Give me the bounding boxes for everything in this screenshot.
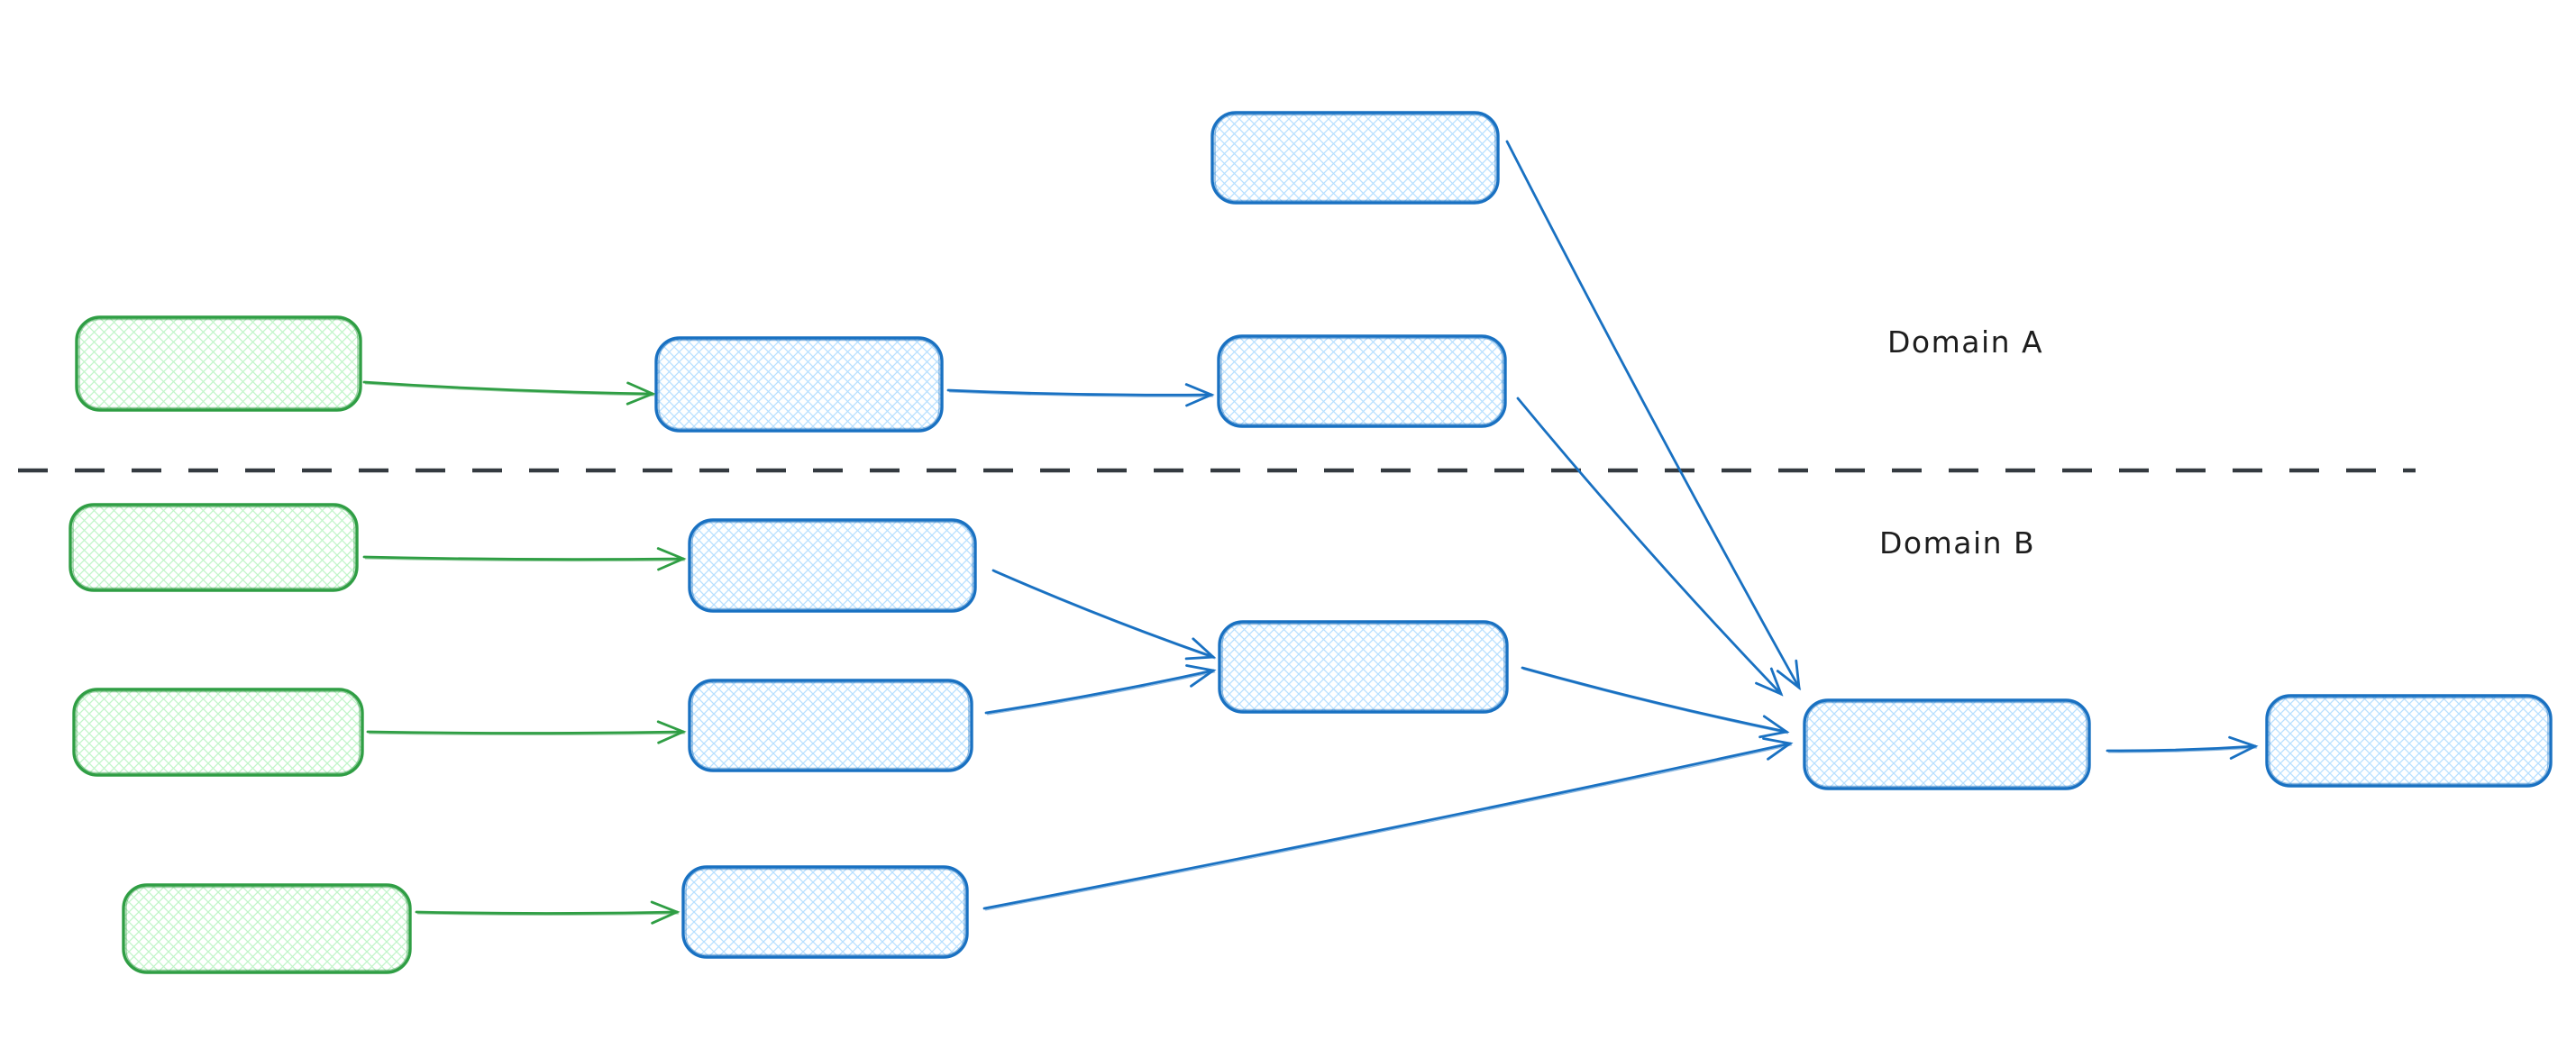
node-final-output: [2265, 694, 2553, 788]
edge-b-stage1b-to-merge: [984, 664, 1217, 716]
node-domain-b-source-1: [69, 503, 359, 592]
edge-a-stage2-to-central: [1516, 397, 1784, 697]
edge-a-source-to-stage1: [362, 380, 656, 406]
node-domain-b-stage-1b: [688, 679, 973, 772]
node-domain-a-stage-2: [1217, 334, 1507, 428]
edge-a-extra-to-central: [1505, 140, 1802, 691]
domain-b-label: Domain B: [1879, 525, 2036, 561]
node-domain-a-source: [75, 315, 362, 412]
node-domain-a-extra-source: [1210, 111, 1500, 205]
edge-b2-source-to-stage: [366, 720, 687, 744]
edge-b3-source-to-stage: [415, 900, 681, 925]
node-domain-b-source-3: [122, 883, 412, 974]
edge-a-stage1-to-stage2: [946, 383, 1215, 407]
edge-central-to-final: [2106, 735, 2259, 760]
node-central-merge: [1803, 698, 2091, 790]
edge-b-stage1a-to-merge: [991, 569, 1217, 661]
node-domain-b-stage-1c: [681, 865, 969, 959]
edge-b-merge-to-central: [1521, 666, 1790, 739]
node-domain-a-stage-1: [654, 336, 944, 433]
node-domain-b-merge: [1218, 620, 1509, 714]
domain-a-label: Domain A: [1887, 324, 2044, 360]
node-domain-b-source-2: [72, 688, 364, 777]
edge-b1-source-to-stage: [362, 547, 687, 571]
edge-b-stage1c-to-central: [982, 737, 1794, 911]
node-domain-b-stage-1a: [688, 518, 977, 613]
